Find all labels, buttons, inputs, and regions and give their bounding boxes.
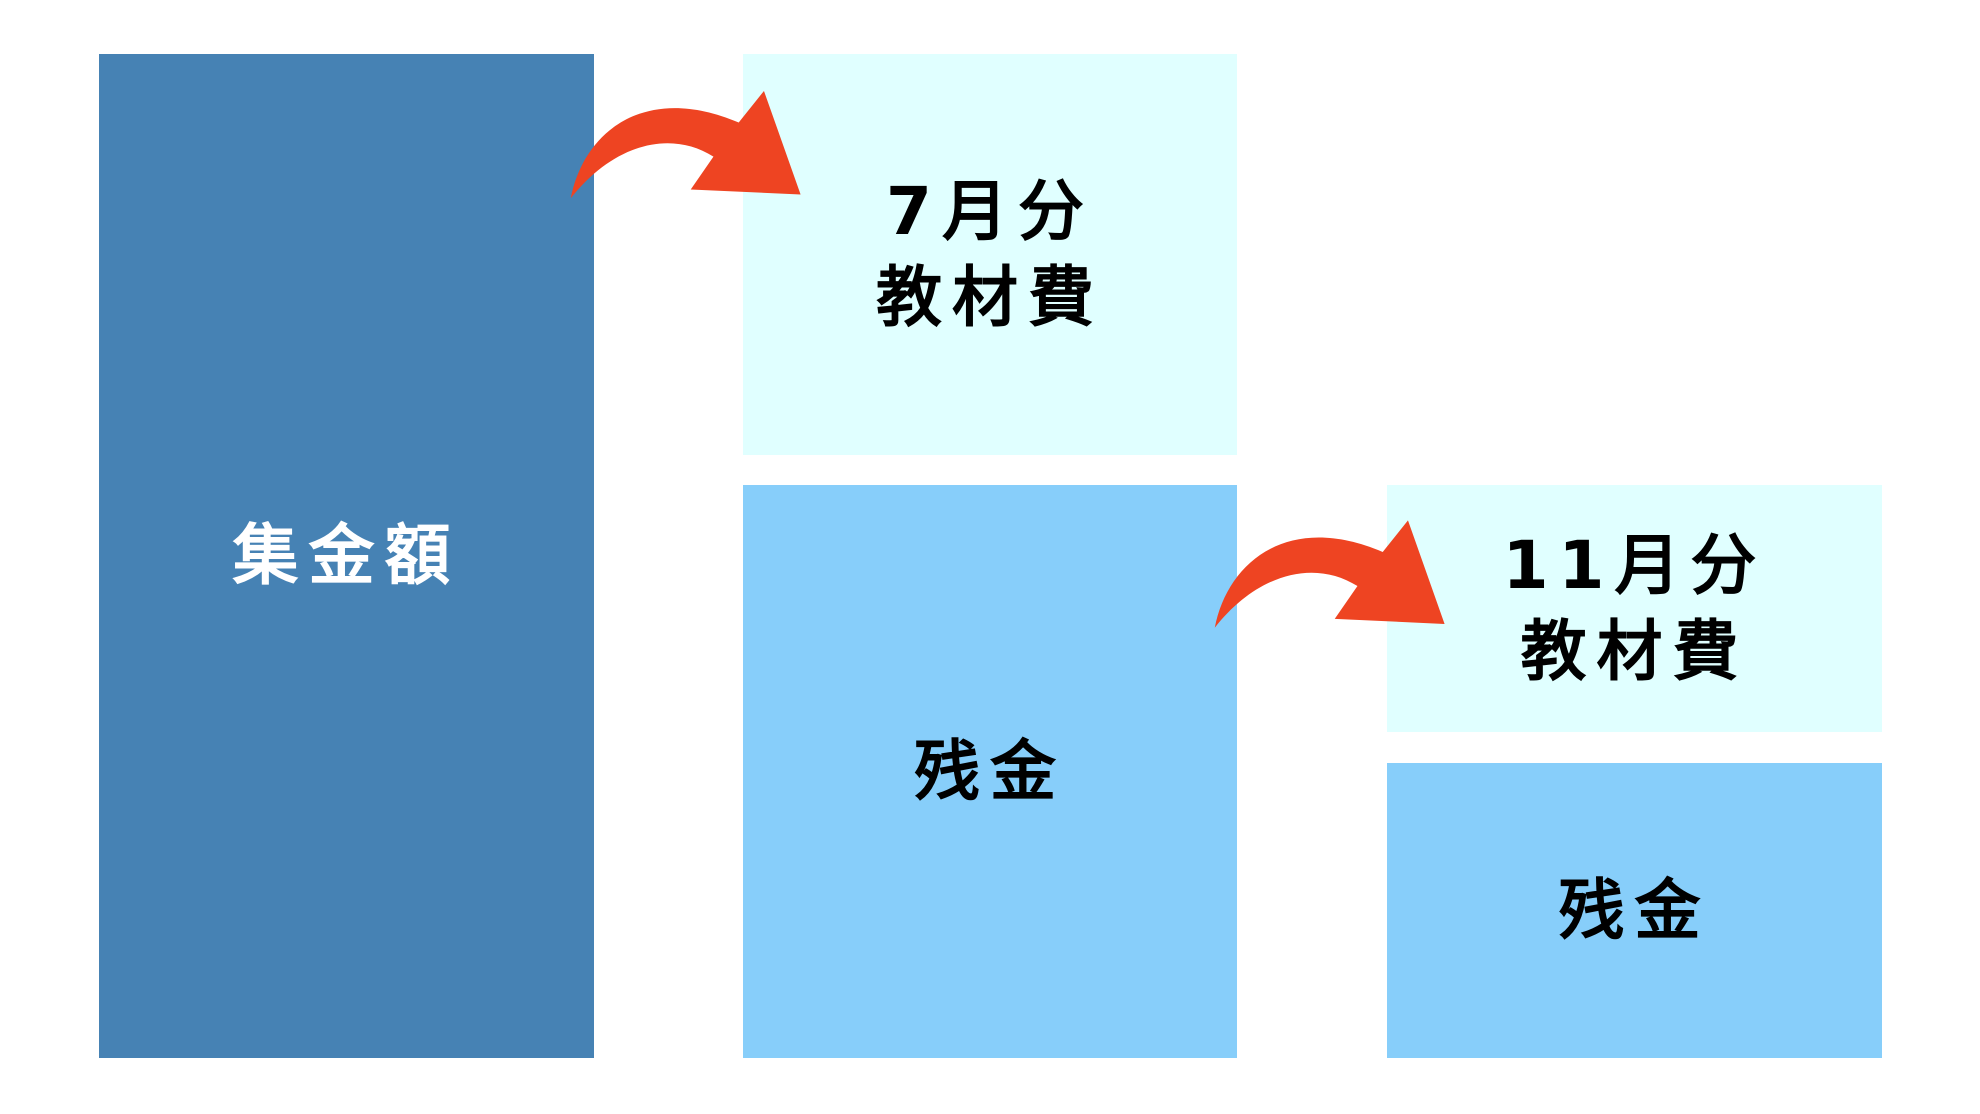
november-fee-line2: 教材費	[1520, 612, 1749, 690]
november-material-fee-block: 11月分 教材費	[1387, 485, 1882, 732]
july-fee-line1: 7月分	[886, 172, 1094, 250]
july-material-fee-block: 7月分 教材費	[743, 54, 1237, 455]
remaining-label-2: 残金	[1558, 871, 1711, 949]
curved-arrow-icon	[570, 90, 801, 199]
remaining-balance-block-2: 残金	[1387, 763, 1882, 1058]
collected-amount-label: 集金額	[232, 517, 461, 594]
remaining-balance-block-1: 残金	[743, 485, 1237, 1058]
collected-amount-block: 集金額	[99, 54, 594, 1058]
november-fee-line1: 11月分	[1502, 526, 1767, 604]
curved-arrow-icon	[1214, 520, 1445, 628]
remaining-label-1: 残金	[914, 732, 1066, 810]
july-fee-line2: 教材費	[876, 258, 1104, 336]
